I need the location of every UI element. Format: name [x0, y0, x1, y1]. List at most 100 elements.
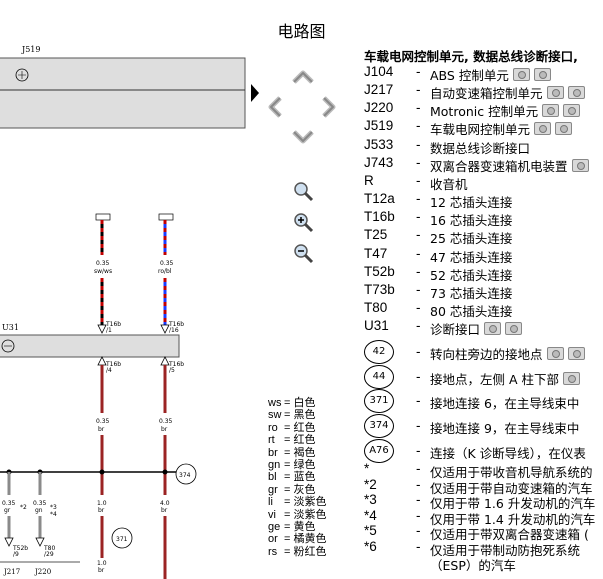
legend-dash: -: [416, 82, 421, 98]
ground-374-circle: [175, 463, 197, 485]
legend-description: 接地连接 9，在主导线束中: [430, 421, 580, 437]
camera-icon[interactable]: [555, 122, 573, 136]
color-code-name: 橘黄色: [293, 533, 327, 546]
camera-icon[interactable]: [505, 322, 523, 336]
camera-icon[interactable]: [546, 347, 564, 361]
legend-dash: -: [416, 538, 421, 554]
camera-icon[interactable]: [484, 322, 502, 336]
legend-row: J533-数据总线诊断接口: [364, 136, 603, 156]
legend-description: 收音机: [430, 176, 468, 192]
legend-code: J104: [364, 64, 394, 79]
camera-icon[interactable]: [546, 86, 564, 100]
color-code-abbr: vi: [268, 508, 276, 521]
legend-code: *: [364, 461, 370, 477]
svg-text:/29: /29: [44, 551, 54, 558]
camera-icon[interactable]: [563, 104, 581, 118]
svg-text:371: 371: [116, 536, 128, 543]
legend-row: *3-仅用于带 1.6 升发动机的汽车: [364, 492, 603, 511]
legend-description: 仅适用于带双离合器变速箱 (: [430, 527, 589, 543]
zoom-out-icon[interactable]: [292, 242, 314, 264]
pan-right-icon[interactable]: [322, 96, 336, 118]
svg-text:/5: /5: [169, 367, 175, 374]
legend-code: 371: [364, 389, 394, 414]
legend-row: 42-转向柱旁边的接地点: [364, 340, 603, 365]
legend-code: T73b: [364, 281, 395, 297]
camera-icon[interactable]: [563, 371, 580, 385]
svg-text:T16b: T16b: [105, 321, 121, 328]
legend-row: R-收音机: [364, 172, 603, 192]
legend-description: 12 芯插头连接: [430, 195, 513, 211]
color-code-row: ge= 黄色: [268, 521, 316, 534]
legend-row: *4-仅用于带 1.4 升发动机的汽车: [364, 508, 603, 527]
camera-icon[interactable]: [571, 158, 589, 172]
color-code-name: 淡紫色: [293, 496, 327, 509]
u31-symbol-icon: [1, 339, 15, 353]
legend-row: J220-Motronic 控制单元: [364, 100, 603, 120]
legend-code: R: [364, 172, 374, 188]
legend-description: 仅适用于带制动防抱死系统: [430, 542, 581, 558]
zoom-in-icon[interactable]: [292, 211, 314, 233]
legend-code: T52b: [364, 263, 395, 279]
legend-row: A76-连接（K 诊断导线），在仪表: [364, 438, 603, 463]
color-code-row: ro= 红色: [268, 421, 316, 434]
legend-row: T52b-52 芯插头连接: [364, 263, 603, 283]
svg-text:/9: /9: [13, 551, 19, 558]
color-code-abbr: ws: [268, 397, 282, 409]
legend-dash: -: [416, 299, 421, 315]
camera-icon[interactable]: [567, 86, 585, 100]
legend-code: *5: [364, 523, 377, 539]
j519-box: [0, 57, 246, 129]
legend-row: T80-80 芯插头连接: [364, 299, 603, 319]
svg-text:br: br: [98, 426, 105, 433]
camera-icon[interactable]: [534, 122, 552, 136]
legend-dash: -: [416, 100, 421, 116]
camera-icon[interactable]: [542, 104, 560, 118]
svg-text:0.35: 0.35: [160, 260, 174, 267]
svg-text:J217: J217: [3, 568, 20, 576]
legend-dash: -: [416, 461, 421, 477]
svg-text:0.35: 0.35: [159, 418, 173, 425]
color-code-name: 白色: [293, 397, 316, 409]
color-code-row: sw= 黑色: [268, 409, 316, 422]
color-code-abbr: sw: [268, 409, 282, 422]
svg-text:gn: gn: [35, 507, 43, 514]
legend-description: 车载电网控制单元: [430, 119, 573, 138]
ground-371-circle: [111, 527, 133, 549]
legend-row: T25-25 芯插头连接: [364, 227, 603, 246]
legend-description: 16 芯插头连接: [430, 213, 513, 229]
color-code-name: 粉红色: [293, 545, 327, 558]
legend-dash: -: [416, 227, 421, 243]
color-code-name: 蓝色: [293, 471, 316, 484]
pan-down-icon[interactable]: [292, 130, 314, 144]
legend-dash: -: [416, 64, 421, 79]
svg-text:*4: *4: [50, 511, 57, 518]
color-code-abbr: bl: [268, 471, 277, 484]
legend-dash: -: [416, 318, 421, 334]
legend-header: 车载电网控制单元, 数据总线诊断接口,: [364, 49, 578, 64]
legend-description: 73 芯插头连接: [430, 285, 513, 301]
color-code-row: rt= 红色: [268, 434, 316, 447]
zoom-fit-icon[interactable]: [292, 180, 314, 202]
color-code-name: 黄色: [293, 521, 316, 534]
svg-text:T16b: T16b: [168, 361, 184, 368]
legend-dash: -: [416, 281, 421, 297]
legend-code: J533: [364, 136, 394, 152]
svg-text:0.35: 0.35: [96, 418, 110, 425]
legend-row: 44-接地点，左侧 A 柱下部: [364, 364, 603, 389]
pan-up-icon[interactable]: [292, 70, 314, 84]
svg-text:J220: J220: [34, 568, 51, 576]
camera-icon[interactable]: [512, 68, 530, 81]
legend-dash: -: [416, 263, 421, 279]
pan-left-icon[interactable]: [268, 96, 282, 118]
circuit-diagram: J519 0.35 sw/ws 0.35 ro/bl T16b /1 T16b …: [0, 45, 246, 579]
legend-code: 42: [364, 340, 394, 365]
camera-icon[interactable]: [567, 347, 585, 361]
svg-text:br: br: [161, 507, 168, 514]
collapse-panel-icon[interactable]: [251, 84, 259, 102]
legend-dash: -: [416, 209, 421, 225]
svg-text:br: br: [98, 567, 105, 574]
legend-code: T80: [364, 299, 388, 315]
legend-description: 仅适用于带自动变速箱的汽车: [430, 480, 593, 496]
camera-icon[interactable]: [533, 68, 551, 81]
legend-description: Motronic 控制单元: [430, 101, 581, 120]
